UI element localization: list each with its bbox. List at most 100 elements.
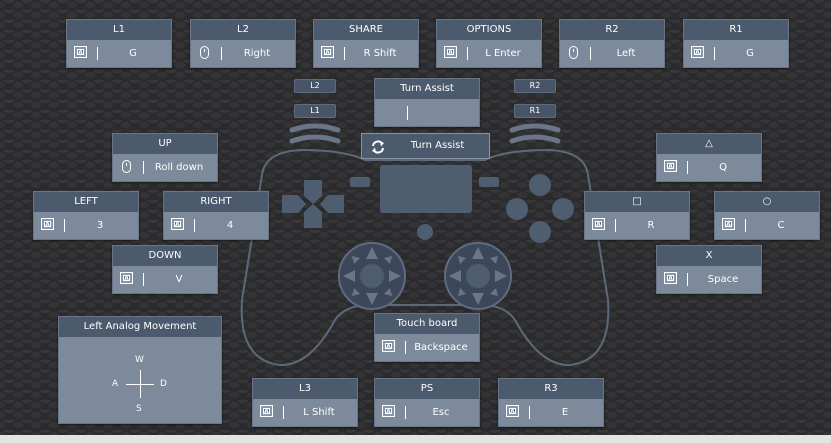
separator bbox=[467, 47, 468, 60]
card-label: SHARE bbox=[314, 20, 418, 40]
binding-value: C bbox=[777, 220, 785, 231]
separator bbox=[143, 273, 144, 286]
keyboard-key-icon: A bbox=[41, 218, 56, 232]
separator bbox=[687, 161, 688, 174]
card-label: DOWN bbox=[113, 246, 217, 266]
pill-l2[interactable]: L2 bbox=[294, 79, 336, 93]
binding-card-left[interactable]: LEFT A 3 bbox=[33, 191, 139, 240]
left-analog-movement-panel[interactable]: Left Analog Movement W A D S bbox=[58, 316, 222, 424]
binding-card-right[interactable]: RIGHT A 4 bbox=[163, 191, 269, 240]
keyboard-key-icon: A bbox=[382, 340, 397, 354]
keyboard-key-icon: A bbox=[382, 405, 397, 419]
card-label: RIGHT bbox=[164, 192, 268, 212]
binding-card-square[interactable]: □ A R bbox=[584, 191, 690, 240]
right-bumper-graphic bbox=[509, 123, 561, 144]
binding-card-cross[interactable]: X A Space bbox=[656, 245, 762, 294]
binding-value: Right bbox=[243, 48, 271, 59]
options-button-graphic bbox=[479, 177, 499, 187]
keyboard-key-icon: A bbox=[74, 46, 89, 60]
ps-button-graphic bbox=[417, 224, 433, 240]
keyboard-key-icon: A bbox=[664, 272, 679, 286]
card-label: OPTIONS bbox=[437, 20, 541, 40]
card-label: UP bbox=[113, 134, 217, 154]
keyboard-key-icon: A bbox=[506, 405, 521, 419]
controller-outline bbox=[240, 148, 610, 367]
separator bbox=[344, 47, 345, 60]
separator bbox=[405, 341, 406, 354]
separator bbox=[405, 406, 406, 419]
separator bbox=[283, 406, 284, 419]
pill-l1[interactable]: L1 bbox=[294, 104, 336, 118]
separator bbox=[221, 47, 222, 60]
analog-left-key: A bbox=[112, 379, 119, 389]
binding-card-up[interactable]: UP Roll down bbox=[112, 133, 218, 182]
binding-card-ps[interactable]: PS A Esc bbox=[374, 378, 480, 427]
binding-value: Roll down bbox=[154, 162, 204, 173]
binding-value: Backspace bbox=[414, 342, 468, 353]
touchpad-graphic bbox=[380, 165, 472, 213]
separator bbox=[97, 47, 98, 60]
analog-up-key: W bbox=[135, 355, 144, 365]
card-label: Turn Assist bbox=[375, 79, 479, 99]
keyboard-key-icon: A bbox=[260, 405, 275, 419]
crosshair-vertical bbox=[140, 370, 141, 398]
binding-value: 3 bbox=[96, 220, 104, 231]
separator bbox=[529, 406, 530, 419]
keyboard-key-icon: A bbox=[444, 46, 459, 60]
card-label: LEFT bbox=[34, 192, 138, 212]
card-label: L2 bbox=[191, 20, 295, 40]
mouse-icon bbox=[120, 160, 135, 174]
card-label: Touch board bbox=[375, 314, 479, 334]
separator bbox=[615, 219, 616, 232]
card-label: L1 bbox=[67, 20, 171, 40]
pill-r1[interactable]: R1 bbox=[514, 104, 556, 118]
separator bbox=[64, 219, 65, 232]
card-label: R3 bbox=[499, 379, 603, 399]
binding-card-r3[interactable]: R3 A E bbox=[498, 378, 604, 427]
card-label: Left Analog Movement bbox=[59, 317, 221, 337]
separator bbox=[143, 161, 144, 174]
face-buttons-graphic bbox=[506, 174, 574, 243]
separator bbox=[714, 47, 715, 60]
binding-card-l3[interactable]: L3 A L Shift bbox=[252, 378, 358, 427]
turn-assist-label: Turn Assist bbox=[410, 140, 465, 151]
binding-value: V bbox=[175, 274, 183, 285]
binding-card-circle[interactable]: ○ A C bbox=[714, 191, 820, 240]
analog-right-key: D bbox=[160, 379, 167, 389]
mouse-icon bbox=[567, 46, 582, 60]
text-cursor bbox=[407, 106, 408, 120]
binding-card-options[interactable]: OPTIONS A L Enter bbox=[436, 19, 542, 68]
binding-card-share[interactable]: SHARE A R Shift bbox=[313, 19, 419, 68]
binding-value: Q bbox=[719, 162, 727, 173]
binding-value: Esc bbox=[432, 407, 450, 418]
binding-card-touch-board[interactable]: Touch board A Backspace bbox=[374, 313, 480, 362]
binding-card-r2[interactable]: R2 Left bbox=[559, 19, 665, 68]
keyboard-key-icon: A bbox=[321, 46, 336, 60]
binding-value: G bbox=[746, 48, 754, 59]
binding-card-down[interactable]: DOWN A V bbox=[112, 245, 218, 294]
binding-value: G bbox=[129, 48, 137, 59]
binding-card-r1[interactable]: R1 A G bbox=[683, 19, 789, 68]
keyboard-key-icon: A bbox=[120, 272, 135, 286]
pill-r2[interactable]: R2 bbox=[514, 79, 556, 93]
separator bbox=[745, 219, 746, 232]
card-label: R1 bbox=[684, 20, 788, 40]
card-label: ○ bbox=[715, 192, 819, 212]
turn-assist-button[interactable]: Turn Assist bbox=[361, 133, 490, 159]
share-button-graphic bbox=[350, 177, 370, 187]
dpad-graphic bbox=[282, 180, 344, 228]
separator bbox=[590, 47, 591, 60]
analog-down-key: S bbox=[136, 404, 142, 414]
binding-card-l1[interactable]: L1 A G bbox=[66, 19, 172, 68]
binding-value: Space bbox=[707, 274, 739, 285]
keyboard-key-icon: A bbox=[664, 160, 679, 174]
left-bumper-graphic bbox=[289, 123, 341, 144]
binding-card-turn-assist[interactable]: Turn Assist bbox=[374, 78, 480, 127]
bottom-bar bbox=[0, 435, 831, 443]
binding-card-triangle[interactable]: △ A Q bbox=[656, 133, 762, 182]
keyboard-key-icon: A bbox=[722, 218, 737, 232]
binding-card-l2[interactable]: L2 Right bbox=[190, 19, 296, 68]
refresh-icon bbox=[372, 140, 384, 154]
mouse-icon bbox=[198, 46, 213, 60]
